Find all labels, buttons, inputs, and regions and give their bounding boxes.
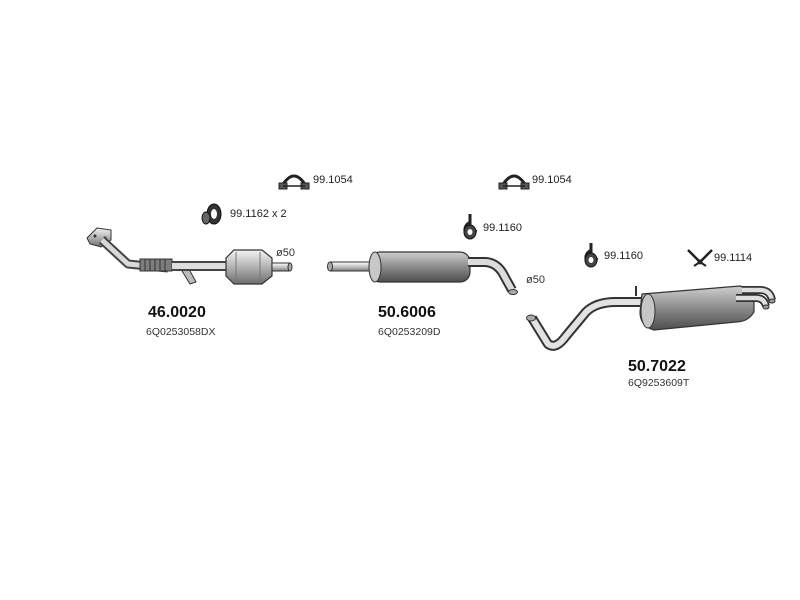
hanger-code: 99.1160 — [604, 250, 643, 262]
clamp-icon — [278, 174, 310, 190]
oem-code: 6Q9253609T — [628, 377, 690, 389]
diameter-label: ø50 — [526, 274, 545, 286]
part-50-6006: 50.6006 6Q0253209D — [378, 304, 441, 338]
clamp-right: 99.1054 — [498, 174, 572, 190]
hanger-middle: 99.1160 — [463, 214, 522, 240]
rubber-mount-code: 99.1162 x 2 — [230, 208, 287, 220]
bracket-rear: 99.1114 — [687, 249, 752, 267]
oem-code: 6Q0253058DX — [146, 326, 215, 338]
diameter-label: ø50 — [276, 247, 295, 259]
front-pipe-catalyst — [86, 227, 293, 285]
oem-code: 6Q0253209D — [378, 326, 441, 338]
clamp-left: 99.1054 — [278, 174, 353, 190]
middle-silencer — [327, 251, 518, 295]
hanger-code: 99.1160 — [483, 222, 522, 234]
part-number: 50.7022 — [628, 358, 686, 375]
clamp-icon — [498, 174, 530, 190]
hanger-icon — [463, 214, 478, 240]
part-number: 46.0020 — [148, 304, 206, 321]
rubber-mount-front: 99.1162 x 2 — [201, 203, 287, 225]
bracket-icon — [687, 249, 713, 267]
rear-silencer — [526, 285, 776, 351]
rubber-ring-icon — [201, 203, 222, 225]
clamp-code: 99.1054 — [532, 174, 572, 186]
part-46-0020: 46.0020 6Q0253058DX — [146, 304, 215, 338]
bracket-code: 99.1114 — [714, 252, 752, 264]
part-number: 50.6006 — [378, 304, 436, 321]
part-50-7022: 50.7022 6Q9253609T — [628, 358, 690, 389]
clamp-code: 99.1054 — [313, 174, 353, 186]
hanger-icon — [584, 243, 599, 268]
hanger-rear: 99.1160 — [584, 243, 643, 268]
